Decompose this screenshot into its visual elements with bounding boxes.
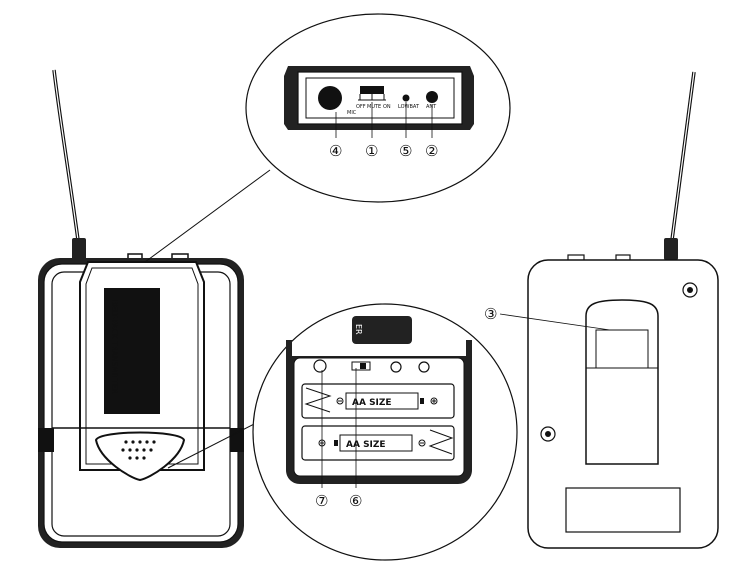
- callout-2: ②: [425, 142, 438, 160]
- back-view-transmitter: ③: [484, 71, 719, 549]
- mic-label: MIC: [347, 110, 357, 116]
- antenna-socket: [426, 91, 438, 103]
- callout-5: ⑤: [399, 142, 412, 160]
- back-belt-clip: [585, 299, 659, 465]
- transmitter-label: BELT-PACK TRANSMITTER: [110, 300, 119, 394]
- callout-1: ①: [365, 142, 378, 160]
- switch-mute-label: MUTE: [367, 104, 381, 110]
- power-switch: [360, 86, 384, 94]
- ant-label: ANT: [426, 104, 437, 110]
- switch-off-label: OFF: [356, 104, 366, 110]
- leader-line-battery: [167, 419, 263, 469]
- callout-6: ⑥: [349, 492, 362, 510]
- leader-line-top: [144, 169, 271, 263]
- front-view-transmitter: BELT-PACK TRANSMITTER: [38, 69, 244, 548]
- display-window: [104, 288, 160, 414]
- callout-7: ⑦: [315, 492, 328, 510]
- callout-4: ④: [329, 142, 342, 160]
- battery-lower-label: AA SIZE: [346, 440, 386, 450]
- battery-door-latch: [94, 431, 186, 482]
- top-panel-magnified: MIC OFF MUTE ON LOWBAT ANT ④ ① ⑤ ②: [245, 13, 511, 203]
- battery-compartment-magnified: ER AA SIZE AA SIZE ⑦ ⑥: [252, 303, 518, 561]
- back-label-panel: [565, 487, 681, 533]
- latch-grip-dots: [121, 440, 156, 460]
- callout-3: ③: [484, 305, 497, 323]
- partial-label: ER: [354, 324, 363, 335]
- lowbat-label: LOWBAT: [398, 104, 420, 110]
- battery-upper-label: AA SIZE: [352, 398, 392, 408]
- lowbat-led: [402, 94, 410, 102]
- switch-on-label: ON: [383, 104, 391, 110]
- mic-jack: [318, 86, 342, 110]
